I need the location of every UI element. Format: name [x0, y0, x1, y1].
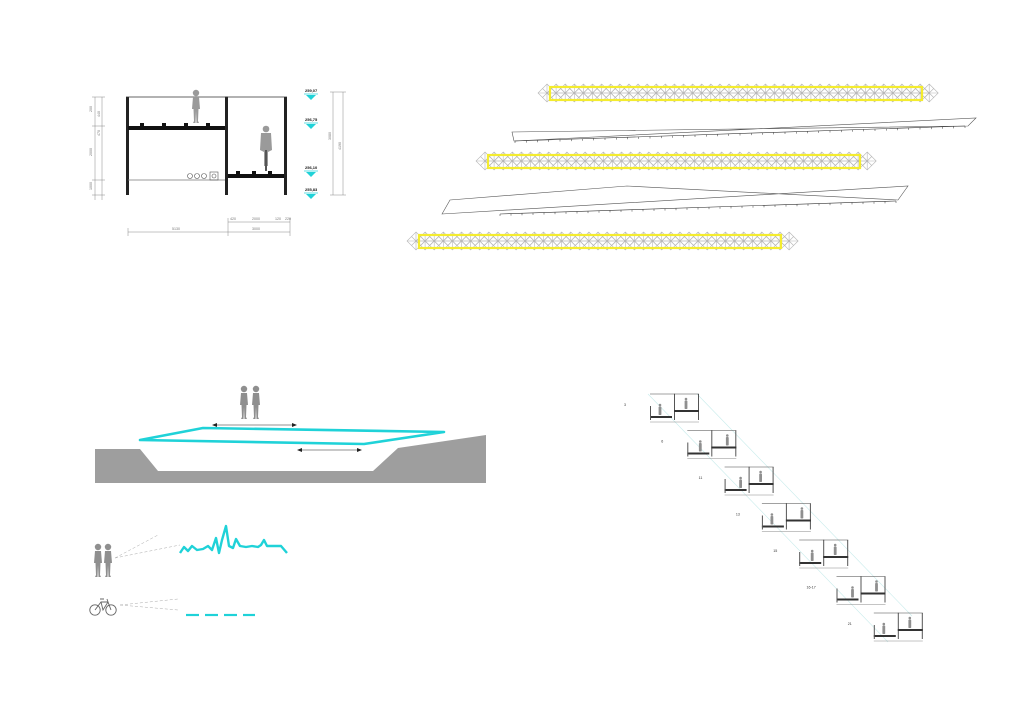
station-label: 16-17 — [807, 586, 816, 590]
mini-section-drawing — [686, 430, 737, 459]
legend-cyclist-rays — [119, 598, 179, 611]
mini-person-figure — [698, 440, 702, 452]
person-upper-deck — [192, 89, 200, 123]
cyclist-direction-arrow — [297, 448, 362, 452]
mini-person-figure — [658, 403, 662, 415]
station-label: 15 — [773, 549, 777, 553]
pedestrians-icon — [240, 385, 260, 419]
mini-section-drawing — [873, 612, 924, 642]
column-left — [126, 97, 129, 195]
column-middle — [225, 97, 228, 195]
legend-bicycle-icon — [89, 598, 117, 616]
dim-top-c: 120 — [275, 217, 281, 221]
station-label: 13 — [736, 513, 740, 517]
lower-deck — [228, 174, 284, 178]
legend-pedestrian-rays — [114, 534, 181, 559]
ground-profile — [95, 435, 486, 483]
dim-left-2: 2000 — [89, 148, 93, 156]
yellow-frame-bottom — [417, 233, 783, 250]
exploded-axonometric — [406, 83, 977, 251]
mini-person-figure — [851, 586, 854, 598]
dim-top-d: 220 — [285, 217, 291, 221]
station-section: 3 — [624, 393, 700, 423]
dim-left-1: 200 — [89, 106, 93, 112]
dim-left-3: 1000 — [89, 182, 93, 190]
mini-section-drawing — [798, 539, 849, 569]
dim-top-a: 420 — [230, 217, 236, 221]
section-sequence: 3 6 11 13 15 16-17 21 — [624, 393, 924, 643]
svg-text:259,07: 259,07 — [305, 88, 318, 93]
station-label: 3 — [624, 403, 626, 407]
svg-text:256,10: 256,10 — [305, 165, 318, 170]
legend-pedestrians-icon — [94, 543, 112, 577]
path-diagram — [89, 385, 486, 617]
mini-person-figure — [810, 549, 814, 561]
mini-person-figure — [684, 397, 688, 409]
dim-right-2: 4190 — [338, 142, 342, 150]
yellow-frame-middle — [486, 153, 862, 170]
cyclist-lower-deck — [260, 125, 272, 171]
station-section: 13 — [736, 503, 812, 532]
sequence-guides — [647, 393, 913, 643]
deck-plate-lower — [441, 185, 909, 216]
column-right — [284, 97, 287, 195]
station-section: 6 — [661, 430, 737, 459]
mini-person-figure — [770, 513, 774, 525]
station-section: 16-17 — [807, 576, 886, 605]
level-marker: 256,10 — [304, 165, 318, 177]
mini-person-figure — [739, 476, 742, 488]
pedestrian-flow-line — [179, 524, 288, 555]
level-marker: 255,83 — [304, 187, 318, 199]
mini-person-figure — [875, 580, 878, 592]
upper-deck — [128, 126, 225, 130]
utility-pipes — [187, 171, 219, 181]
dim-total-width: 5130 — [172, 227, 180, 231]
dim-top-b: 2000 — [252, 217, 260, 221]
dim-left-small-a: 440 — [97, 111, 101, 117]
station-section: 11 — [699, 466, 775, 496]
level-marker: 256,75 — [304, 117, 318, 129]
station-label: 11 — [699, 476, 703, 480]
station-label: 21 — [848, 622, 852, 626]
cross-section-drawing: 200 2000 1000 440 470 5130 3000 420 2000… — [89, 88, 346, 236]
mini-person-figure — [833, 543, 837, 555]
svg-text:256,75: 256,75 — [305, 117, 318, 122]
pedestrian-deck — [138, 426, 446, 446]
bicycle-icon — [316, 451, 344, 470]
level-markers: 259,07 256,75 256,10 255,83 — [304, 88, 318, 199]
mini-person-figure — [882, 622, 886, 634]
mini-section-drawing — [761, 503, 812, 532]
mini-person-figure — [908, 616, 912, 628]
station-section: 21 — [848, 612, 924, 642]
station-section: 15 — [773, 539, 849, 569]
dim-left-small-b: 470 — [97, 130, 101, 136]
svg-text:255,83: 255,83 — [305, 187, 318, 192]
deck-plate-upper — [511, 117, 977, 143]
mini-person-figure — [725, 434, 729, 446]
mini-section-drawing — [649, 393, 700, 423]
station-label: 6 — [661, 440, 663, 444]
yellow-frame-top — [548, 85, 924, 102]
mini-person-figure — [800, 507, 804, 519]
mini-person-figure — [759, 470, 762, 482]
dim-right-1: 3080 — [328, 132, 332, 140]
pedestrian-direction-arrow — [212, 423, 297, 427]
dim-bottom-span: 3000 — [252, 227, 260, 231]
level-marker: 259,07 — [304, 88, 318, 100]
